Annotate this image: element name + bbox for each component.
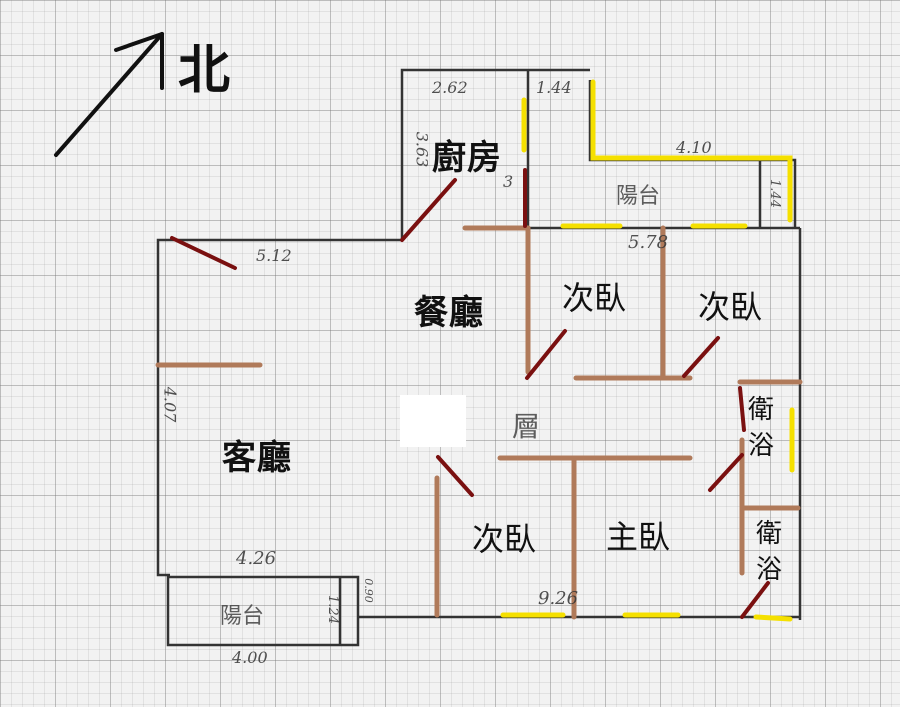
room-label-dining: 餐廳 xyxy=(414,293,484,333)
interior-partitions xyxy=(155,225,803,620)
dim-kitchen-depth-left: 3.63 xyxy=(412,131,432,168)
dim-south-balcony-depth: 1.24 xyxy=(324,595,340,624)
room-label-master-bedroom: 主臥 xyxy=(606,518,671,556)
room-label-balcony-north: 陽台 xyxy=(616,184,661,209)
room-label-bedroom-north-2: 次臥 xyxy=(698,288,763,326)
dim-south-balcony-width: 4.00 xyxy=(232,648,268,667)
north-label: 北 xyxy=(178,41,231,101)
room-label-balcony-south: 陽台 xyxy=(220,604,265,629)
dim-north-bedrooms-width: 5.78 xyxy=(628,232,669,253)
hall-note: 層 xyxy=(512,410,541,443)
windows xyxy=(500,79,795,622)
room-label-bedroom-south: 次臥 xyxy=(472,520,537,558)
dim-north-balcony-depth: 1.44 xyxy=(766,179,782,208)
room-label-kitchen: 廚房 xyxy=(432,138,502,178)
room-label-bathroom-1: 衛浴 xyxy=(747,395,774,461)
dim-kitchen-width: 2.62 xyxy=(432,78,468,97)
dim-living-side: 4.07 xyxy=(160,386,180,423)
dim-south-step: 0.90 xyxy=(361,578,375,603)
room-label-bedroom-north-1: 次臥 xyxy=(562,279,627,317)
room-label-living: 客廳 xyxy=(222,438,292,478)
room-label-bathroom-2: 衛浴 xyxy=(755,519,782,585)
dim-south-rooms-width: 9.26 xyxy=(538,588,579,609)
north-arrow-icon xyxy=(54,32,164,157)
dim-living-top: 5.12 xyxy=(256,246,292,265)
dim-kitchen-depth-right: 3 xyxy=(503,172,514,191)
white-mask-block xyxy=(400,395,466,447)
dim-north-balcony-width: 4.10 xyxy=(676,138,712,157)
dim-living-bottom: 4.26 xyxy=(236,548,277,569)
doors xyxy=(170,168,770,619)
dim-kitchen-side-width: 1.44 xyxy=(536,78,572,97)
